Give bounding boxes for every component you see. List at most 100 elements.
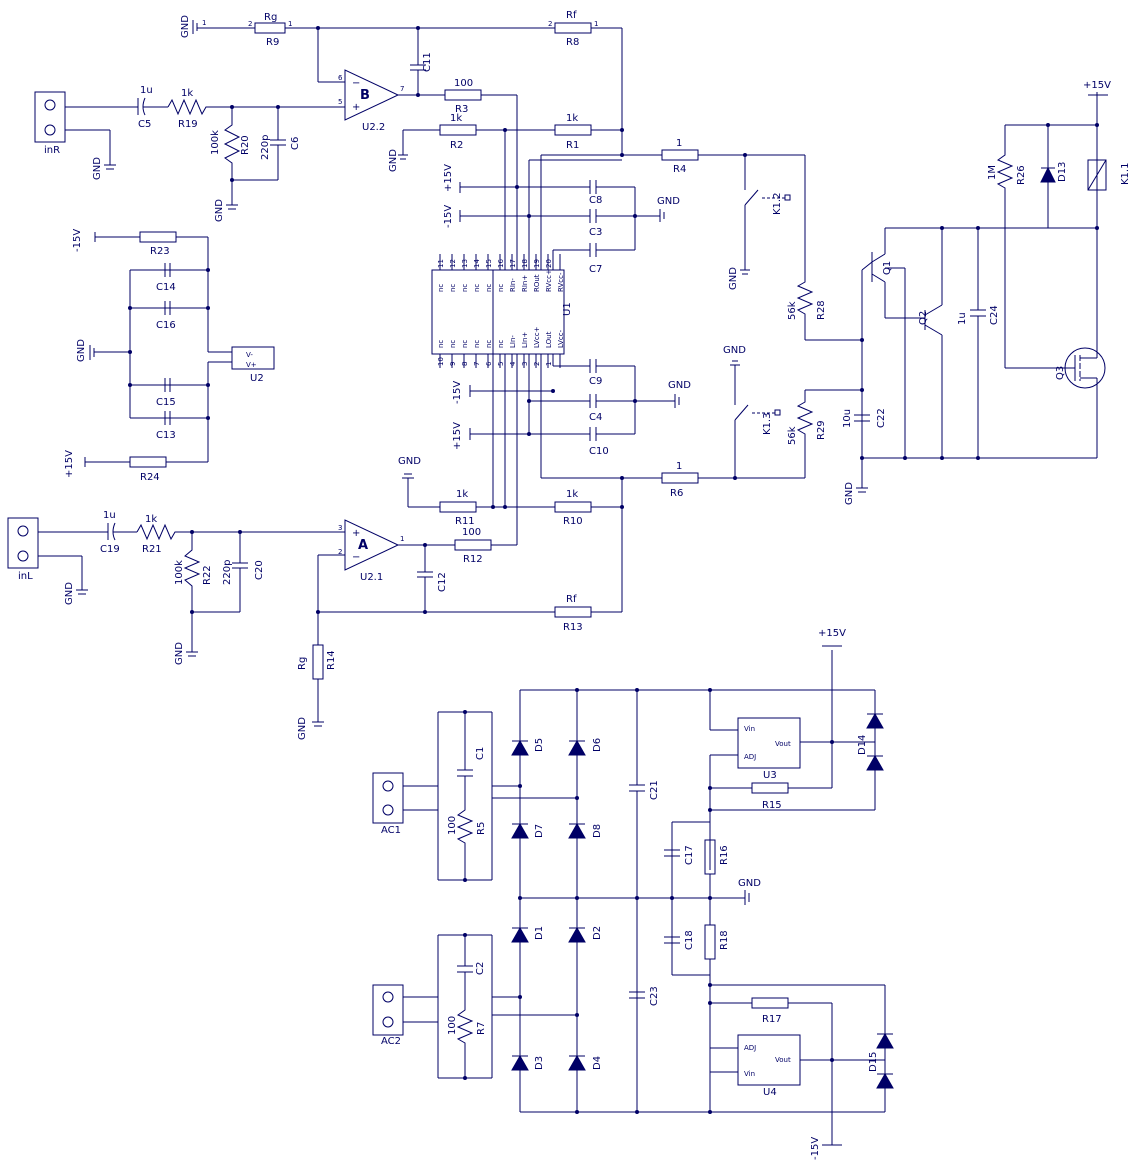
u1-top-pin-label: nc: [461, 284, 469, 292]
c24-name: C24: [989, 305, 1000, 325]
r29-name: R29: [816, 420, 827, 440]
r23-name: R23: [150, 246, 170, 257]
u1-bottom-pin-label: nc: [473, 340, 481, 348]
resistor-r2: [439, 124, 477, 136]
c2-name: C2: [475, 962, 486, 975]
svg-text:ADJ: ADJ: [744, 753, 756, 761]
u1-top-pin-number: 17: [509, 259, 517, 268]
u1-top-pin-number: 12: [449, 259, 457, 268]
c5-value: 1u: [140, 85, 153, 96]
ac2-label: AC2: [381, 1036, 401, 1047]
svg-text:+15V: +15V: [443, 164, 454, 192]
r9-value: Rg: [264, 12, 277, 23]
c6-name: C6: [290, 137, 301, 150]
u21-label: U2.1: [360, 572, 383, 583]
resistor-r1: [554, 124, 592, 136]
svg-text:2: 2: [248, 20, 252, 28]
resistor-r12: [454, 539, 492, 551]
r5-value: 100: [447, 816, 458, 835]
connector-inr: [34, 91, 66, 143]
c19-name: C19: [100, 544, 120, 555]
r10-name: R10: [563, 516, 583, 527]
u1-bottom-pin-number: 10: [437, 357, 445, 366]
u1-bottom-pin-number: 4: [509, 361, 517, 366]
svg-text:−: −: [352, 78, 360, 89]
c7-name: C7: [589, 264, 602, 275]
c14-name: C14: [156, 282, 176, 293]
svg-text:D8: D8: [592, 824, 603, 838]
u1-bottom-pin-label: nc: [461, 340, 469, 348]
resistor-r28: [796, 270, 814, 340]
svg-text:GND: GND: [738, 878, 761, 889]
r8-value: Rf: [566, 10, 577, 21]
svg-text:GND: GND: [657, 196, 680, 207]
c23-name: C23: [649, 986, 660, 1006]
r6-name: R6: [670, 488, 683, 499]
svg-text:+15V: +15V: [452, 422, 463, 450]
c18-name: C18: [684, 930, 695, 950]
r11-value: 1k: [456, 489, 468, 500]
u1-bottom-pin-number: 1: [545, 362, 553, 366]
c11-name: C11: [422, 52, 433, 72]
svg-text:-15V: -15V: [443, 205, 454, 228]
svg-text:+: +: [352, 102, 360, 113]
r28-name: R28: [816, 300, 827, 320]
q3-label: Q3: [1055, 366, 1066, 380]
resistor-r24: [129, 456, 167, 468]
r18-name: R18: [719, 930, 730, 950]
resistor-r15: [751, 782, 789, 794]
u1-bottom-pin-label: LOut: [545, 331, 553, 348]
resistor-r6: [661, 472, 699, 484]
resistor-r7: [456, 1000, 474, 1078]
r26-name: R26: [1016, 165, 1027, 185]
c19-value: 1u: [103, 510, 116, 521]
svg-text:D3: D3: [534, 1056, 545, 1070]
resistor-r10: [554, 501, 592, 513]
svg-text:GND: GND: [398, 456, 421, 467]
u1-top-pin-number: 16: [497, 259, 505, 268]
c12-name: C12: [437, 572, 448, 592]
resistor-r26: [996, 125, 1014, 368]
c20-name: C20: [254, 560, 265, 580]
r8-name: R8: [566, 37, 579, 48]
c22-value: 10u: [842, 409, 853, 428]
svg-text:GND: GND: [844, 482, 855, 505]
r7-value: 100: [447, 1016, 458, 1035]
r21-name: R21: [142, 544, 162, 555]
u1-top-pin-label: RVcc+: [545, 269, 553, 292]
opamp-a: [344, 519, 400, 571]
svg-text:V-: V-: [246, 351, 253, 359]
resistor-r21: [136, 523, 192, 541]
r14-value: Rg: [297, 657, 308, 670]
c17-name: C17: [684, 845, 695, 865]
r11-name: R11: [455, 516, 475, 527]
resistor-r23: [139, 231, 177, 243]
diode-d14: [866, 712, 884, 771]
svg-text:ADJ: ADJ: [744, 1044, 756, 1052]
u1-bottom-pin-number: 3: [521, 362, 529, 366]
svg-text:GND: GND: [723, 345, 746, 356]
u1-bottom-pin-label: nc: [485, 340, 493, 348]
c10-name: C10: [589, 446, 609, 457]
svg-text:GND: GND: [64, 582, 75, 605]
r7-name: R7: [476, 1022, 487, 1035]
u1-top-pin-number: 11: [437, 259, 445, 268]
svg-text:D2: D2: [592, 926, 603, 940]
svg-text:1: 1: [202, 19, 206, 27]
r15-name: R15: [762, 800, 782, 811]
svg-text:+15V: +15V: [1083, 80, 1111, 91]
svg-text:Vout: Vout: [775, 740, 791, 748]
u1-bottom-pin-label: LVcc+: [533, 326, 541, 348]
svg-text:Vin: Vin: [744, 1070, 755, 1078]
u1-bottom-pin-number: 5: [497, 362, 505, 366]
c20-value: 220p: [222, 560, 233, 585]
svg-text:7: 7: [400, 85, 404, 93]
r4-name: R4: [673, 164, 686, 175]
r2-value: 1k: [450, 113, 462, 124]
r10-value: 1k: [566, 489, 578, 500]
r5-name: R5: [476, 822, 487, 835]
k11-label: K1.1: [1120, 163, 1131, 185]
diode-d5: [511, 739, 529, 756]
regulator-u2: [231, 346, 275, 370]
svg-text:GND: GND: [297, 717, 308, 740]
